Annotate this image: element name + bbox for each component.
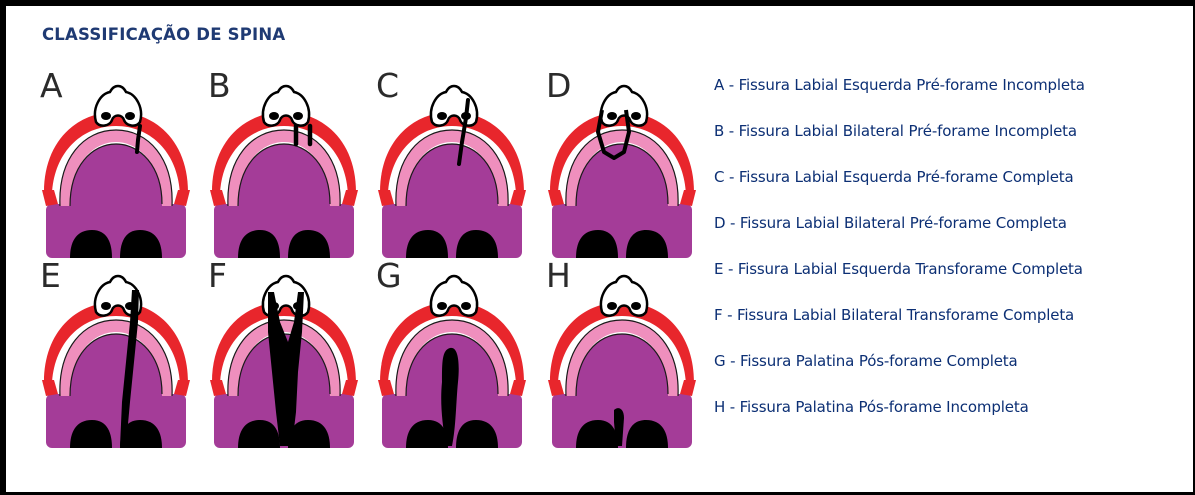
legend-item-g: G - Fissura Palatina Pós-forame Completa — [714, 350, 1085, 396]
legend-item-e: E - Fissura Labial Esquerda Transforame … — [714, 258, 1085, 304]
legend-item-c: C - Fissura Labial Esquerda Pré-forame C… — [714, 166, 1085, 212]
figure-b-illustration — [208, 72, 360, 260]
figure-d-letter: D — [546, 68, 571, 104]
figure-e: E — [40, 262, 192, 450]
figure-f: F — [208, 262, 360, 450]
figure-e-illustration — [40, 262, 192, 450]
legend-item-a: A - Fissura Labial Esquerda Pré-forame I… — [714, 74, 1085, 120]
legend-item-d: D - Fissura Labial Bilateral Pré-forame … — [714, 212, 1085, 258]
legend-item-f: F - Fissura Labial Bilateral Transforame… — [714, 304, 1085, 350]
legend-item-b: B - Fissura Labial Bilateral Pré-forame … — [714, 120, 1085, 166]
figure-b-letter: B — [208, 68, 231, 104]
page-title: CLASSIFICAÇÃO DE SPINA — [42, 25, 285, 44]
figure-a-letter: A — [40, 68, 63, 104]
figure-f-illustration — [208, 262, 360, 450]
figure-b: B — [208, 72, 360, 260]
figure-g: G — [376, 262, 528, 450]
figure-h-letter: H — [546, 258, 571, 294]
legend-list: A - Fissura Labial Esquerda Pré-forame I… — [714, 74, 1085, 442]
figure-f-letter: F — [208, 258, 227, 294]
figure-e-letter: E — [40, 258, 61, 294]
figure-h: H — [546, 262, 698, 450]
figure-c-letter: C — [376, 68, 399, 104]
figure-d: D — [546, 72, 698, 260]
legend-item-h: H - Fissura Palatina Pós-forame Incomple… — [714, 396, 1085, 442]
figure-c: C — [376, 72, 528, 260]
figure-a: A — [40, 72, 192, 260]
figure-g-letter: G — [376, 258, 402, 294]
